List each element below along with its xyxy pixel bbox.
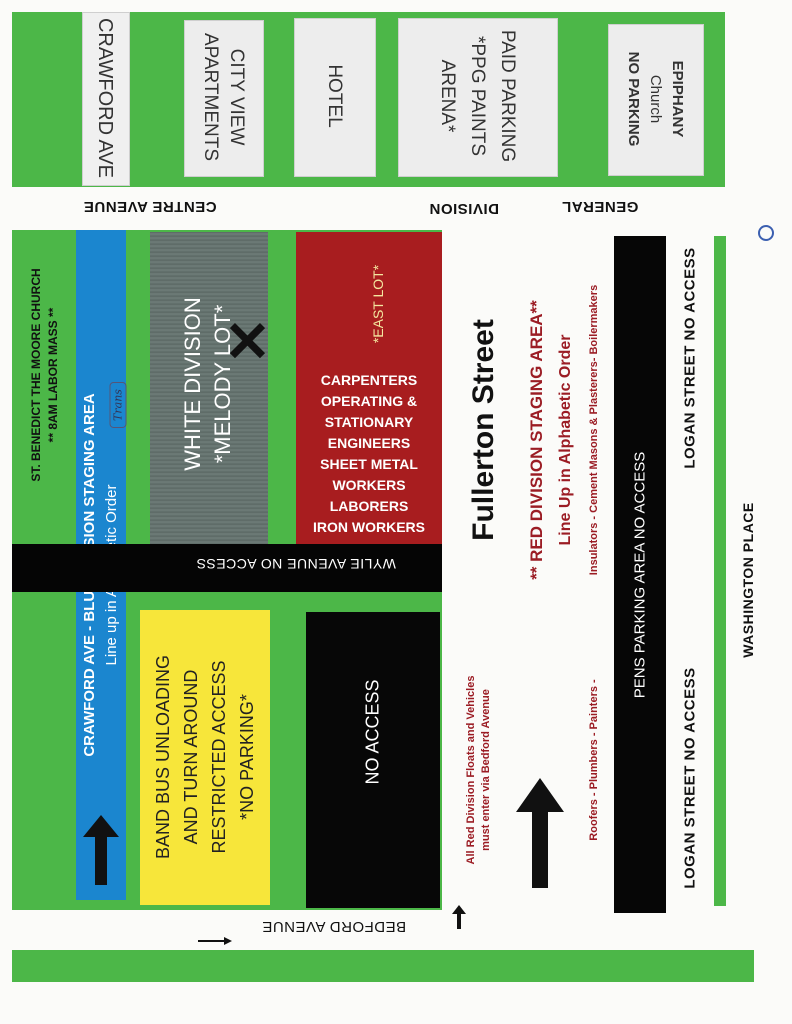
union-item: LABORERS <box>329 498 409 514</box>
paid-parking-line2: *PPG PAINTS <box>467 35 488 157</box>
bedford-arrow-icon <box>452 905 466 929</box>
church-line2: ** 8AM LABOR MASS ** <box>46 307 60 443</box>
crawford-ave-top-box <box>82 12 130 186</box>
red-area-arrow-icon <box>516 778 564 888</box>
church-line1: ST. BENEDICT THE MOORE CHURCH <box>29 268 43 482</box>
paid-parking-label: PAID PARKING *PPG PAINTS ARENA* <box>432 30 522 162</box>
bedford-small-arrow-icon <box>198 932 232 945</box>
no-access-lot-label: NO ACCESS <box>362 679 383 785</box>
division-label: DIVISION <box>429 200 499 217</box>
no-access-lot <box>306 612 440 908</box>
white-division-line1: WHITE DIVISION <box>180 297 205 471</box>
east-lot <box>296 232 442 544</box>
paid-parking-building <box>398 18 558 177</box>
red-division-trades-2: Roofers - Plumbers - Painters - <box>588 679 600 841</box>
wylie-avenue-label: WYLIE AVENUE NO ACCESS <box>196 556 396 572</box>
bottom-green-strip <box>12 950 754 982</box>
band-bus-line1: BAND BUS UNLOADING <box>153 654 173 860</box>
band-bus-line4: *NO PARKING* <box>237 694 257 820</box>
right-green-strip <box>714 236 726 906</box>
logan-street-bottom-label: LOGAN STREET NO ACCESS <box>681 667 699 889</box>
red-division-trades-1: Insulators - Cement Masons & Plasterers-… <box>588 284 600 576</box>
band-bus-line2: AND TURN AROUND <box>181 669 201 845</box>
city-view-label: CITY VIEW APARTMENTS <box>197 33 249 161</box>
hotel-label: HOTEL <box>324 64 345 128</box>
centre-avenue-label: CENTRE AVENUE <box>83 198 217 215</box>
union-item: STATIONARY <box>324 414 414 430</box>
red-division-subtitle: Line Up in Alphabetic Order <box>557 334 574 546</box>
epiphany-label: EPIPHANY Church NO PARKING <box>622 52 688 147</box>
epiphany-building <box>608 24 704 176</box>
general-label: GENERAL <box>561 198 639 215</box>
red-division-title: ** RED DIVISION STAGING AREA** <box>527 300 546 580</box>
city-view-line2: APARTMENTS <box>200 32 221 162</box>
blue-area-arrow-icon <box>83 815 119 885</box>
crawford-ave-top-label: CRAWFORD AVE <box>94 17 116 179</box>
church-label: ST. BENEDICT THE MOORE CHURCH ** 8AM LAB… <box>28 268 62 481</box>
epiphany-line2: Church <box>647 74 664 124</box>
band-bus-line3: RESTRICTED ACCESS <box>209 660 229 854</box>
city-view-building <box>184 20 264 177</box>
union-item: IRON WORKERS <box>313 519 425 535</box>
paid-parking-line1: PAID PARKING <box>497 29 518 163</box>
pens-parking-label-text: PENS PARKING AREA NO ACCESS <box>631 451 649 699</box>
red-floats-line2: must enter via Bedford Avenue <box>480 689 492 851</box>
paid-parking-line3: ARENA* <box>437 59 458 133</box>
epiphany-line1: EPIPHANY <box>669 60 686 138</box>
city-view-line1: CITY VIEW <box>226 48 247 146</box>
fullerton-street-label: Fullerton Street <box>467 319 500 541</box>
cross-out-mark-icon: ✕ <box>224 310 271 373</box>
red-floats-note: All Red Division Floats and Vehicles mus… <box>464 676 494 865</box>
wylie-avenue-bar <box>12 544 442 592</box>
white-division-melody-lot <box>150 232 268 544</box>
corner-mark-icon <box>758 225 774 241</box>
band-bus-area <box>140 610 270 905</box>
union-item: SHEET METAL <box>320 456 418 472</box>
east-lot-label: *EAST LOT* <box>370 264 386 344</box>
band-bus-label: BAND BUS UNLOADING AND TURN AROUND RESTR… <box>149 655 261 859</box>
east-lot-unions-list: CARPENTERS OPERATING & STATIONARY ENGINE… <box>296 370 442 538</box>
logan-street-top-label: LOGAN STREET NO ACCESS <box>681 247 699 469</box>
pens-parking-area <box>614 236 666 913</box>
red-floats-line1: All Red Division Floats and Vehicles <box>465 675 477 865</box>
union-item: WORKERS <box>332 477 406 493</box>
washington-place-label: WASHINGTON PLACE <box>740 502 756 658</box>
handwritten-note: Trans <box>109 382 127 428</box>
bedford-avenue-label: BEDFORD AVENUE <box>261 918 407 935</box>
hotel-building <box>294 18 376 177</box>
union-item: ENGINEERS <box>327 435 411 451</box>
union-item: OPERATING & <box>320 393 418 409</box>
union-item: CARPENTERS <box>320 372 418 388</box>
epiphany-line3: NO PARKING <box>625 51 642 147</box>
